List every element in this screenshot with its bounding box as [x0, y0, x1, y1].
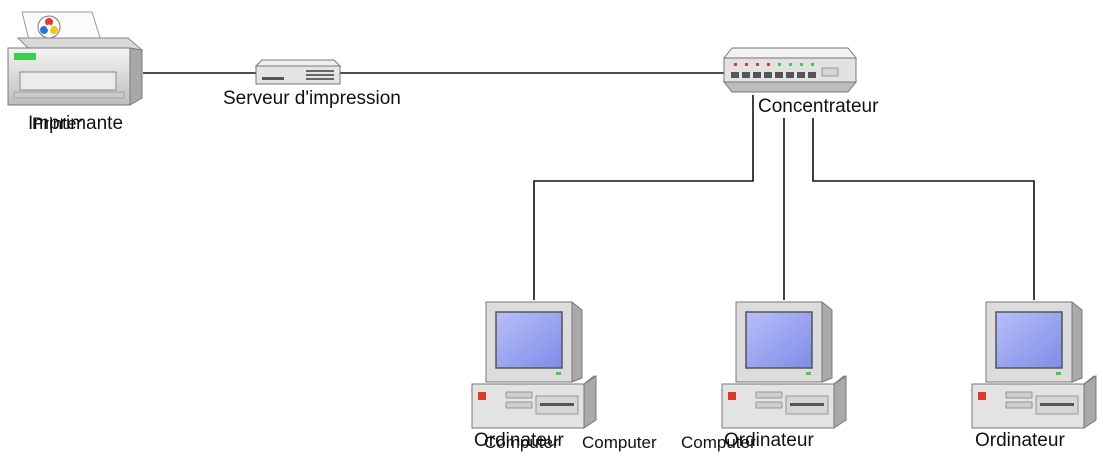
connections [143, 72, 1035, 300]
link-hub-computer-3 [812, 118, 1035, 300]
computer-2-overlay-label: Computer [582, 433, 657, 452]
link-hub-computer-1 [533, 95, 754, 300]
printer-label: Imprimante [28, 113, 124, 134]
computer-1-overlay-label: Computer [484, 433, 559, 452]
printer-overlay-label: Printer [32, 114, 83, 133]
computer-icon [720, 300, 847, 429]
print-server-icon [254, 59, 342, 85]
computer-2-label: Ordinateur [724, 430, 814, 451]
print-server-label: Serveur d'impression [223, 88, 401, 109]
computer-1-label: Ordinateur [474, 430, 564, 451]
printer-icon [7, 11, 144, 106]
hub-label: Concentrateur [758, 96, 879, 117]
computer-3-overlay-label: Computer [681, 433, 756, 452]
computer-icon [970, 300, 1097, 429]
computer-icon [470, 300, 597, 429]
computer-3-label: Ordinateur [975, 430, 1065, 451]
hub-icon [722, 47, 858, 93]
